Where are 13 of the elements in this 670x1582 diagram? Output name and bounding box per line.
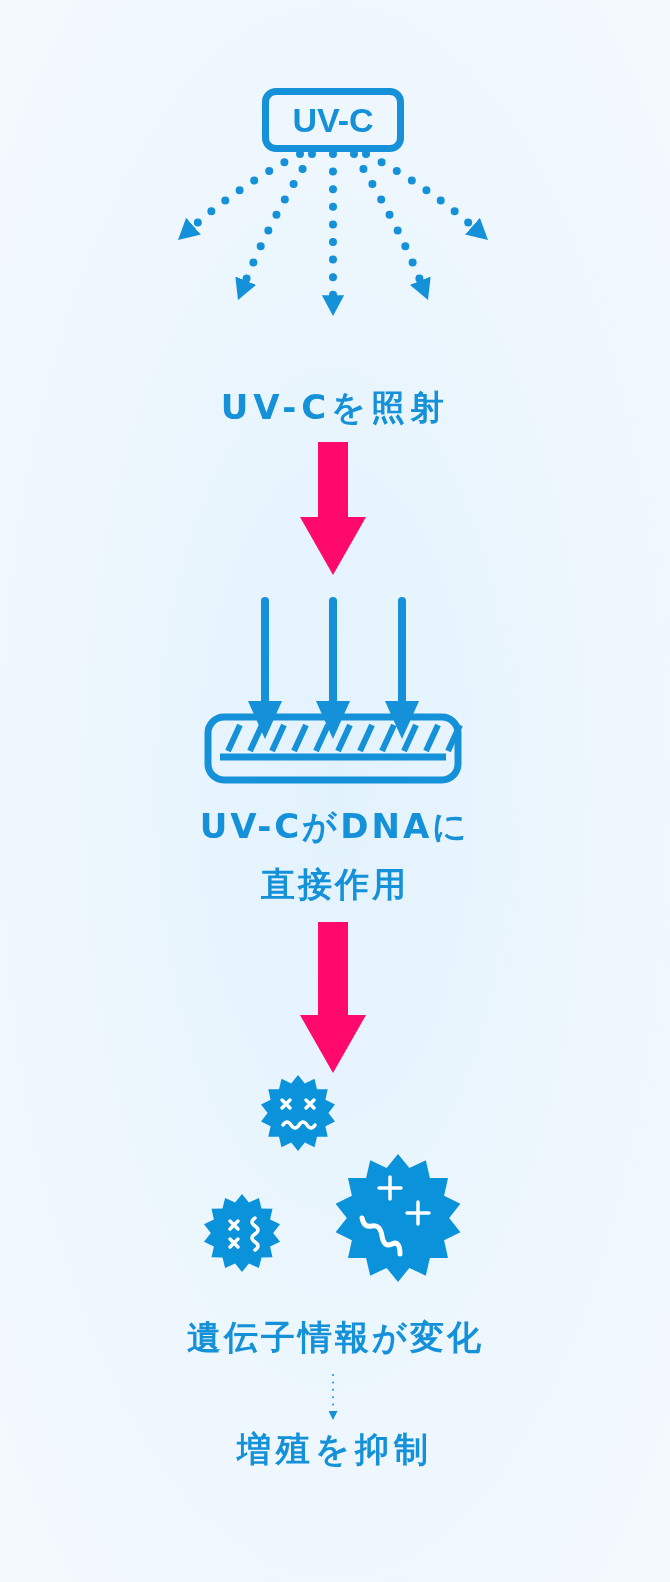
ray-arrow [322,150,344,316]
arrow [300,922,366,1073]
step-label: 遺伝子情報が変化 [185,1316,485,1359]
step-label: 増殖を抑制 [185,1420,485,1482]
arrow [300,442,366,575]
ray-arrow [177,150,304,240]
ray-arrow [236,150,316,300]
ray-arrow [362,150,489,240]
ray-arrow [350,150,430,300]
dotted-arrow [328,1374,338,1420]
step-label: UV-Cを照射 [160,378,510,440]
lamp-box: UV-C [262,88,404,152]
step-label: UV-CがDNAに直接作用 [198,805,472,906]
